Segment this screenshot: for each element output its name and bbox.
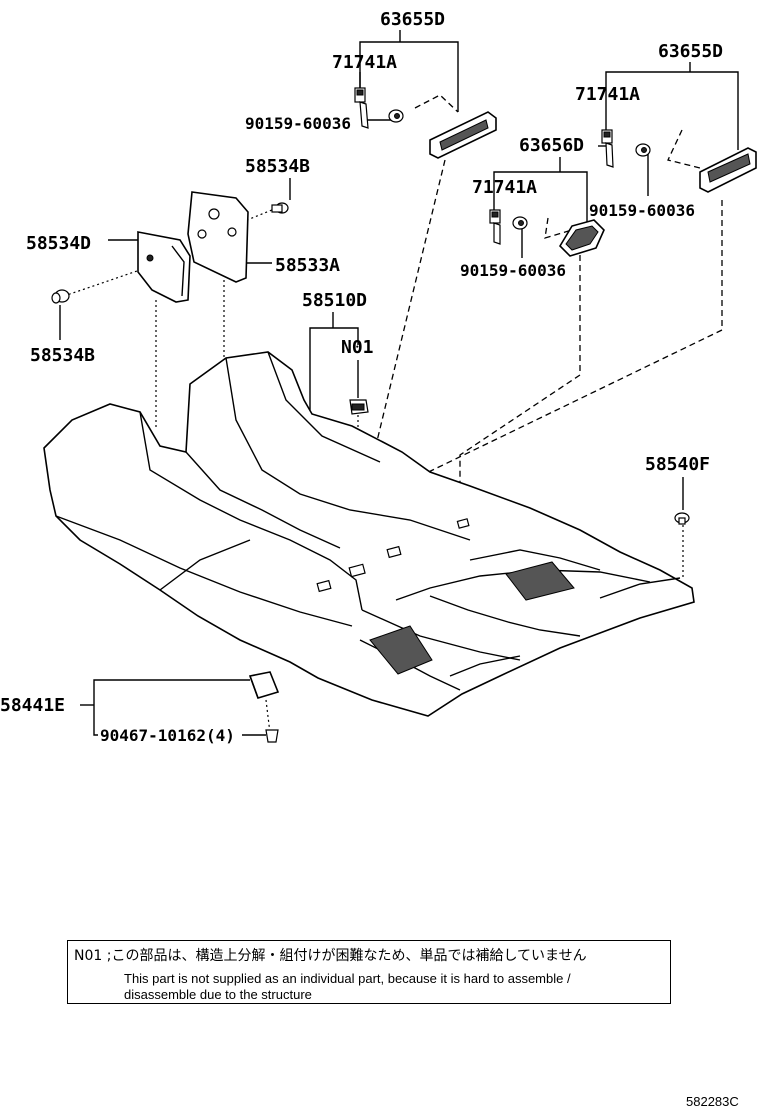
plug-58540F [674, 512, 690, 525]
nut-90159-right [635, 143, 651, 157]
label-63655D-top: 63655D [380, 9, 445, 30]
clip-71741A-mid [489, 209, 501, 245]
label-90467-10162: 90467-10162(4) [100, 726, 235, 745]
bracket-58534D [137, 231, 191, 303]
label-58533A: 58533A [275, 255, 340, 276]
note-english-line1: This part is not supplied as an individu… [124, 971, 571, 986]
figure-code: 582283C [686, 1094, 739, 1109]
label-58534B-top: 58534B [245, 156, 310, 177]
note-box: N01 ;この部品は、構造上分解・組付けが困難なため、単品では補給していません … [67, 940, 671, 1004]
label-63655D-right: 63655D [658, 41, 723, 62]
floor-carpet-58510D [43, 351, 695, 717]
vent-grille-63655D-top [429, 111, 497, 159]
clip-90467-10162 [265, 729, 279, 743]
label-63656D: 63656D [519, 135, 584, 156]
label-90159-60036-right: 90159-60036 [589, 201, 695, 220]
leader-lines [59, 30, 739, 736]
note-english-line2: disassemble due to the structure [124, 987, 312, 1002]
vent-grille-63655D-right [699, 147, 757, 193]
label-N01: N01 [341, 337, 374, 358]
nut-90159-mid [512, 216, 528, 230]
label-58540F: 58540F [645, 454, 710, 475]
bracket-58533A [187, 191, 249, 283]
label-58534B-bottom: 58534B [30, 345, 95, 366]
label-58441E: 58441E [0, 695, 65, 716]
grommet-58534B-bottom [51, 289, 70, 304]
clip-N01 [349, 399, 369, 415]
clip-71741A-top [354, 87, 369, 129]
label-71741A-top: 71741A [332, 52, 397, 73]
clip-71741A-right [601, 129, 614, 168]
label-71741A-right: 71741A [575, 84, 640, 105]
label-90159-60036-mid: 90159-60036 [460, 261, 566, 280]
label-90159-60036-top: 90159-60036 [245, 114, 351, 133]
note-japanese: N01 ;この部品は、構造上分解・組付けが困難なため、単品では補給していません [74, 948, 587, 964]
label-58510D: 58510D [302, 290, 367, 311]
spacer-58441E [248, 671, 280, 699]
label-71741A-mid: 71741A [472, 177, 537, 198]
grommet-58534B-top [271, 202, 289, 214]
label-58534D: 58534D [26, 233, 91, 254]
vent-grille-63656D [558, 219, 605, 257]
nut-90159-top [388, 109, 404, 123]
